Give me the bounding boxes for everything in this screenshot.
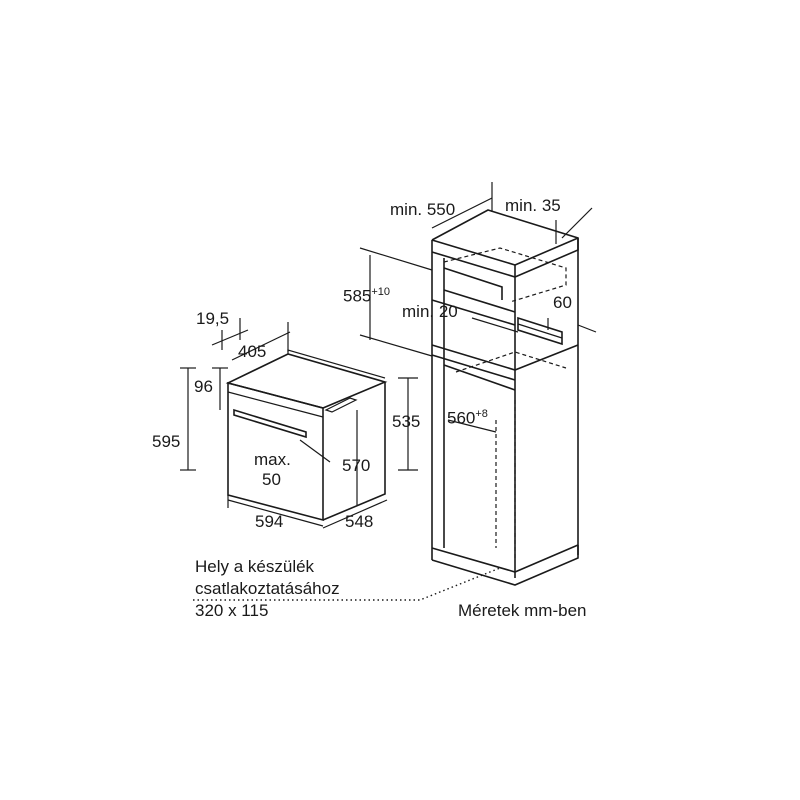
oven-drawing	[225, 349, 388, 522]
label-min-20: min. 20	[402, 302, 458, 321]
label-19-5: 19,5	[196, 309, 230, 328]
connection-pointer	[193, 567, 501, 601]
label-594: 594	[255, 512, 284, 531]
label-548: 548	[345, 512, 374, 531]
connection-note-line1: Hely a készülék	[195, 557, 315, 576]
connection-note: Hely a készülék csatlakoztatásához 320 x…	[195, 556, 340, 622]
label-560: 560+8	[447, 408, 488, 428]
label-585: 585+10	[343, 286, 391, 306]
label-min-550: min. 550	[390, 200, 456, 219]
label-min-35: min. 35	[505, 196, 561, 215]
connection-note-line2: csatlakoztatásához	[195, 579, 340, 598]
cabinet-dimensions	[359, 182, 597, 433]
label-96: 96	[194, 377, 213, 396]
label-595: 595	[152, 432, 181, 451]
label-405: 405	[238, 342, 267, 361]
label-535: 535	[392, 412, 421, 431]
oven-dimensions	[180, 318, 418, 529]
label-max: max.	[254, 450, 291, 469]
label-60: 60	[553, 293, 572, 312]
connection-note-line3: 320 x 115	[195, 601, 269, 620]
label-570: 570	[342, 456, 371, 475]
cabinet-drawing	[431, 209, 579, 586]
label-50: 50	[262, 470, 281, 489]
units-note: Méretek mm-ben	[458, 601, 587, 620]
